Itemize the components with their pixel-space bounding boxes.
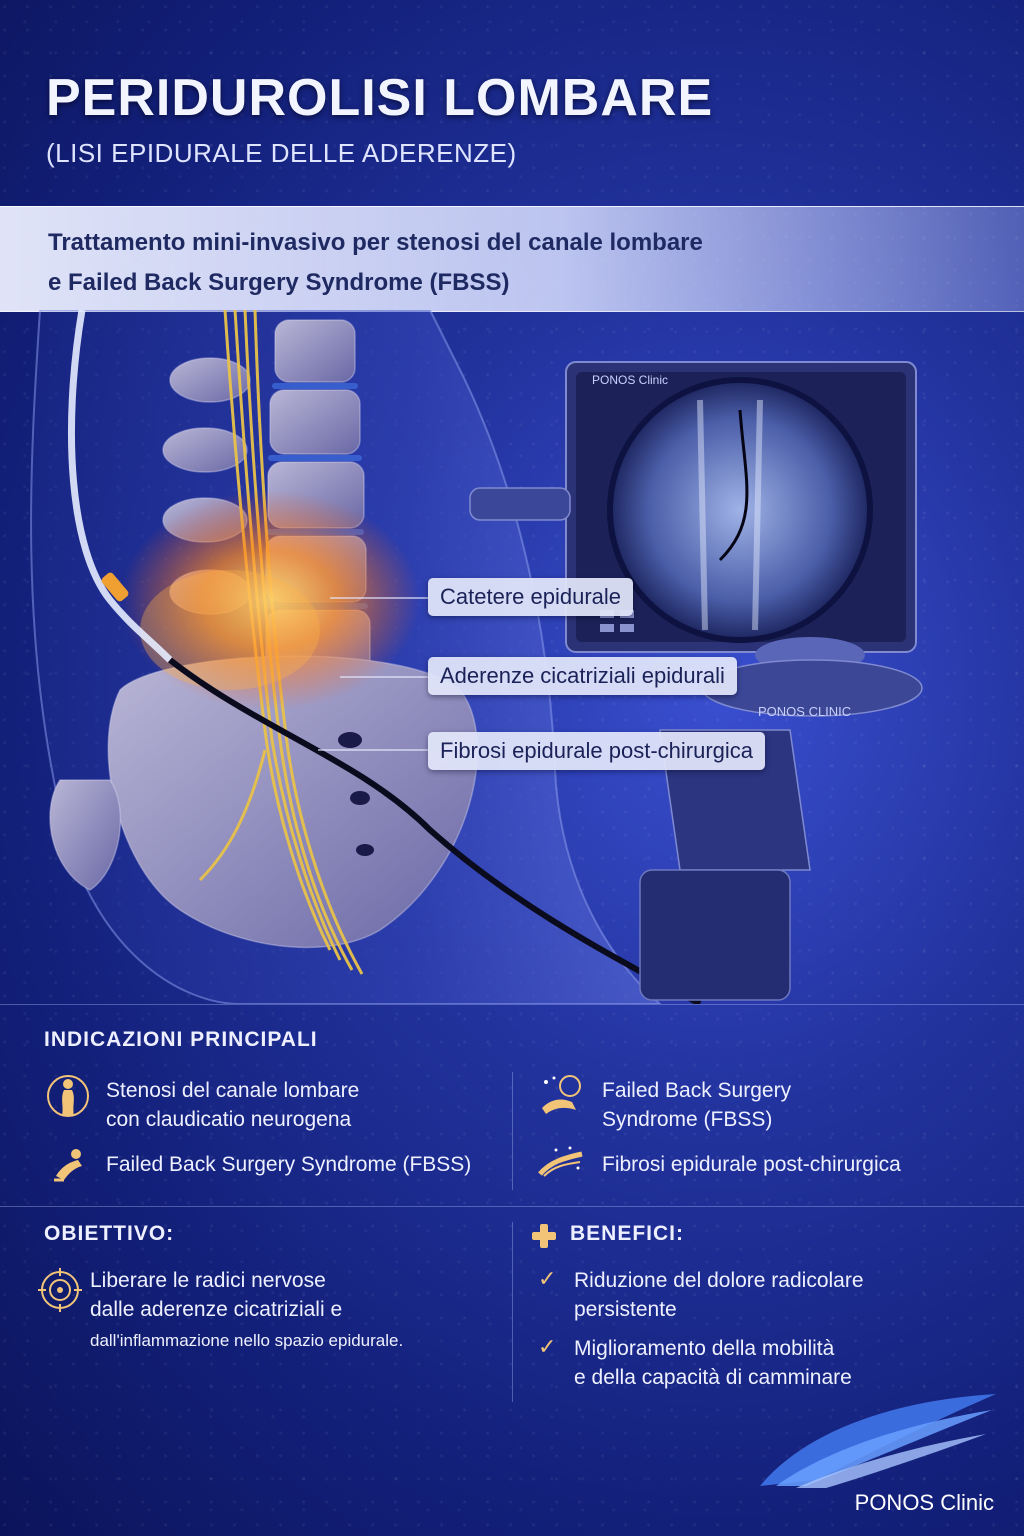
ponos-logo-icon [760,1394,996,1488]
spine-procedure-drawing: PONOS Clinic PONOS CLINIC [30,310,923,1004]
stenosis-figure-icon [47,1075,89,1117]
benefits-title: BENEFICI: [570,1222,684,1245]
indication-2-line-1: Failed Back Surgery [602,1079,792,1102]
callout-fibrosis: Fibrosi epidurale post-chirurgica [428,732,766,770]
section-divider-top [0,1004,1024,1005]
section-divider-bottom [0,1206,1024,1207]
banner-line-2: e Failed Back Surgery Syndrome (FBSS) [48,269,510,296]
objective-line-3: dall'inflammazione nello spazio epidural… [90,1331,404,1350]
spine-pain-icon [542,1075,581,1114]
check-icon: ✓ [538,1334,557,1359]
callout-adhesions: Aderenze cicatriziali epidurali [428,657,737,695]
page-subtitle: (LISI EPIDURALE DELLE ADERENZE) [46,138,517,168]
logo-text: PONOS Clinic [854,1490,994,1515]
indication-2-line-2: Syndrome (FBSS) [602,1108,773,1131]
fibrosis-icon [538,1146,583,1177]
banner-line-1: Trattamento mini-invasivo per stenosi de… [48,229,703,256]
objective-title: OBIETTIVO: [44,1222,175,1245]
benefit-item-1: Riduzione del dolore radicolare persiste… [574,1266,864,1324]
indications-column-divider [512,1072,513,1190]
indication-item-1: Stenosi del canale lombare con claudicat… [106,1076,359,1134]
indication-3-line-1: Failed Back Surgery Syndrome (FBSS) [106,1153,472,1176]
back-pain-figure-icon [54,1149,82,1182]
indication-1-line-2: con claudicatio neurogena [106,1108,352,1131]
spine-illustration: PONOS Clinic PONOS CLINIC Catetere epidu… [0,310,1024,1004]
plus-icon [532,1224,556,1248]
indication-item-4: Fibrosi epidurale post-chirurgica [602,1150,901,1179]
indication-1-line-1: Stenosi del canale lombare [106,1079,360,1102]
callout-catheter: Catetere epidurale [428,578,634,616]
target-icon [38,1268,82,1312]
benefit-2-line-2: e della capacità di camminare [574,1366,852,1389]
benefit-2-line-1: Miglioramento della mobilità [574,1337,835,1360]
page-title: PERIDUROLISI LOMBARE [46,69,714,127]
indication-item-3: Failed Back Surgery Syndrome (FBSS) [106,1150,471,1179]
monitor-brand-label: PONOS Clinic [592,373,668,387]
benefit-1-line-2: persistente [574,1298,677,1321]
indication-item-2: Failed Back Surgery Syndrome (FBSS) [602,1076,791,1134]
indications-title: INDICAZIONI PRINCIPALI [44,1028,318,1051]
banner-text: Trattamento mini-invasivo per stenosi de… [48,223,703,303]
objective-text: Liberare le radici nervose dalle aderenz… [90,1266,342,1324]
objective-line-1: Liberare le radici nervose [90,1269,326,1292]
check-icon: ✓ [538,1266,557,1291]
benefit-1-line-1: Riduzione del dolore radicolare [574,1269,864,1292]
device-brand-label: PONOS CLINIC [758,704,851,719]
indication-4-line-1: Fibrosi epidurale post-chirurgica [602,1153,901,1176]
description-banner: Trattamento mini-invasivo per stenosi de… [0,206,1024,312]
objective-benefits-divider [512,1222,513,1402]
benefit-item-2: Miglioramento della mobilità e della cap… [574,1334,852,1392]
objective-line-2: dalle aderenze cicatriziali e [90,1298,343,1321]
